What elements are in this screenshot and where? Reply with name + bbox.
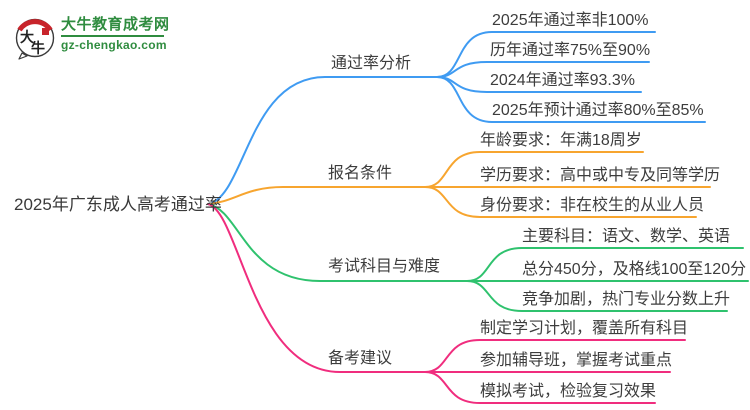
leaf-node-total-score: 总分450分，及格线100至120分 (522, 261, 747, 278)
site-logo: 大 牛 大牛教育成考网 gz-chengkao.com (14, 16, 170, 60)
leaf-node-identity: 身份要求：非在校生的从业人员 (480, 197, 705, 214)
branch-node-subjects: 考试科目与难度 (328, 258, 441, 275)
leaf-node-tutoring: 参加辅导班，掌握考试重点 (480, 352, 673, 369)
leaf-node-2024-93: 2024年通过率93.3% (490, 72, 635, 89)
svg-text:大: 大 (20, 29, 34, 45)
site-name: 大牛教育成考网 (61, 16, 170, 33)
leaf-node-education: 学历要求：高中或中专及同等学历 (480, 167, 721, 184)
leaf-node-competition: 竞争加剧，热门专业分数上升 (522, 291, 731, 308)
branch-node-advice: 备考建议 (328, 350, 393, 367)
logo-text-block: 大牛教育成考网 gz-chengkao.com (61, 16, 170, 52)
leaf-node-history-75-90: 历年通过率75%至90% (490, 42, 651, 59)
leaf-node-2025-forecast: 2025年预计通过率80%至85% (492, 102, 704, 119)
logo-divider (61, 35, 164, 37)
leaf-node-mock-exam: 模拟考试，检验复习效果 (480, 383, 657, 400)
branch-line-pass-rate (207, 76, 438, 205)
leaf-node-age: 年龄要求：年满18周岁 (480, 132, 642, 149)
root-node: 2025年广东成人高考通过率 (14, 195, 222, 214)
branch-node-pass-rate: 通过率分析 (331, 55, 412, 72)
branch-line-advice (207, 203, 426, 373)
leaf-node-study-plan: 制定学习计划，覆盖所有科目 (480, 320, 689, 337)
svg-text:牛: 牛 (31, 40, 45, 56)
site-domain: gz-chengkao.com (61, 38, 167, 52)
branch-line-requirements (207, 186, 426, 205)
logo-bull-icon: 大 牛 (15, 18, 55, 60)
branch-node-requirements: 报名条件 (328, 165, 393, 182)
leaf-node-main-subjects: 主要科目：语文、数学、英语 (522, 228, 731, 245)
leaf-node-2025-not-100: 2025年通过率非100% (492, 12, 649, 29)
